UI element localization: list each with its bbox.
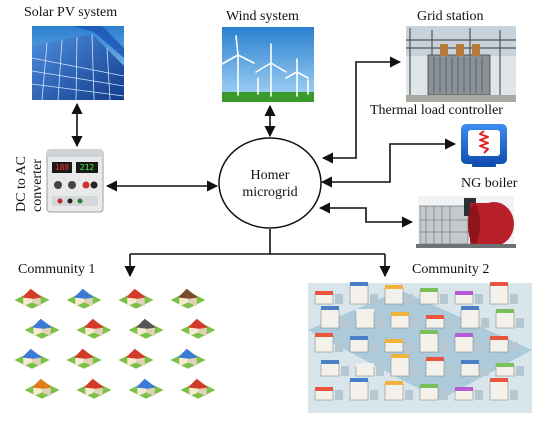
community-2-image [308, 282, 532, 413]
building-icon [489, 336, 518, 353]
building-icon [349, 336, 378, 353]
hub-thermal-arrow [320, 138, 457, 188]
ng-boiler-label: NG boiler [461, 176, 518, 191]
hub-label-line2: microgrid [242, 185, 298, 200]
building-icon [314, 333, 343, 353]
house-icon [180, 318, 216, 339]
community-1-image [14, 288, 216, 399]
building-icon [320, 360, 349, 377]
thermal-load-controller-label: Thermal load controller [370, 103, 503, 118]
building-icon [419, 384, 448, 401]
building-icon [460, 306, 489, 329]
house-icon [118, 348, 154, 369]
house-icon [128, 378, 164, 399]
boiler-icon [416, 196, 516, 248]
building-icon [355, 309, 384, 329]
thermostat-icon [461, 124, 507, 167]
converter-display-left: 188 [54, 163, 70, 172]
house-icon [170, 288, 206, 309]
building-icon [314, 291, 343, 305]
solar-pv-label: Solar PV system [24, 5, 118, 20]
hub-label-line1: Homer [250, 168, 290, 183]
building-icon [454, 291, 483, 305]
house-icon [66, 348, 102, 369]
house-icon [76, 318, 112, 339]
hub-label: Homer microgrid [215, 167, 325, 201]
converter-label: DC to AC [14, 156, 30, 212]
building-icon [489, 378, 518, 401]
building-icon [454, 387, 483, 401]
house-icon [14, 348, 50, 369]
building-icon [419, 288, 448, 305]
building-icon [349, 282, 378, 305]
building-icon [355, 363, 384, 377]
converter-label-line2: converter [30, 159, 45, 212]
power-supply-icon [46, 149, 104, 213]
building-icon [390, 354, 419, 377]
house-icon [170, 348, 206, 369]
converter-label-2: converter [30, 159, 46, 212]
house-icon [118, 288, 154, 309]
connectors [71, 56, 457, 278]
house-icon [76, 378, 112, 399]
hub-boiler-arrow [318, 202, 414, 228]
building-icon [384, 339, 413, 353]
building-icon [425, 357, 454, 377]
house-icon [66, 288, 102, 309]
building-icon [489, 282, 518, 305]
building-icon [349, 378, 378, 401]
building-icon [314, 387, 343, 401]
building-icon [320, 306, 349, 329]
house-icon [180, 378, 216, 399]
building-icon [390, 312, 419, 329]
converter-display-right: 212 [79, 163, 95, 172]
building-icon [425, 315, 454, 329]
community-1-label: Community 1 [18, 262, 96, 277]
building-icon [460, 360, 489, 377]
building-icon [384, 285, 413, 305]
house-icon [24, 318, 60, 339]
house-icon [128, 318, 164, 339]
building-icon [454, 333, 483, 353]
community-2-label: Community 2 [412, 262, 490, 277]
wind-system-image [221, 27, 314, 102]
building-icon [384, 381, 413, 401]
building-icon [419, 330, 448, 353]
wind-system-label: Wind system [226, 9, 299, 24]
house-icon [24, 378, 60, 399]
solar-pv-image [31, 26, 125, 101]
building-icon [495, 363, 524, 377]
building-icon [495, 309, 524, 329]
house-icon [14, 288, 50, 309]
grid-station-label: Grid station [417, 9, 484, 24]
grid-station-image [406, 26, 516, 102]
converter-label-line1: DC to AC [14, 155, 29, 212]
